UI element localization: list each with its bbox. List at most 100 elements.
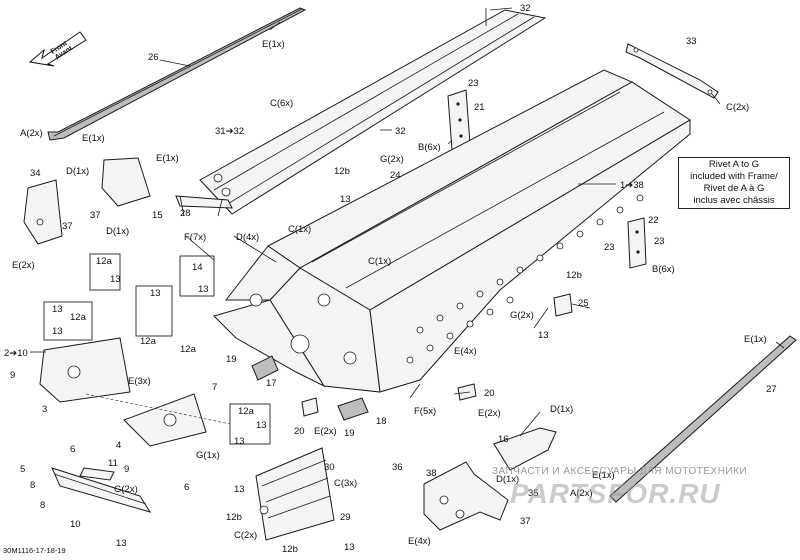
callout-c3x: C(3x): [334, 478, 357, 489]
callout-e2x-c: E(2x): [478, 408, 501, 419]
callout-8-b: 8: [40, 500, 45, 511]
callout-37-a: 37: [90, 210, 101, 221]
callout-c6x: C(6x): [270, 98, 293, 109]
callout-38: 38: [426, 468, 437, 479]
callout-31-32: 31➔32: [215, 126, 244, 137]
part-11-plate: [79, 467, 115, 481]
callout-20-b: 20: [294, 426, 305, 437]
callout-25: 25: [578, 298, 589, 309]
rivet-note-line1: Rivet A to G: [708, 159, 760, 170]
callout-e1x-c: E(1x): [592, 470, 615, 481]
callout-e1x-b: E(1x): [156, 153, 179, 164]
callout-12b-b: 12b: [566, 270, 582, 281]
callout-30: 30: [324, 462, 335, 473]
callout-13-b: 13: [110, 274, 121, 285]
callout-labels: 32 E(1x) 26 A(2x) E(1x) 33 C(2x) 23 21 C…: [4, 3, 777, 555]
detail-box-14-13: [179, 255, 215, 297]
callout-13-j: 13: [234, 484, 245, 495]
callout-6-b: 6: [184, 482, 189, 493]
watermark-text: ЗАПЧАСТИ И АКСЕССУАРЫ ДЛЯ МОТОТЕХНИКИ: [492, 466, 748, 477]
callout-13-l: 13: [344, 542, 355, 553]
callout-10: 10: [70, 519, 81, 530]
callout-e2x-b: E(2x): [314, 426, 337, 437]
callout-29: 29: [340, 512, 351, 523]
callout-d1x-c: D(1x): [550, 404, 573, 415]
part-28-bracket: [175, 195, 233, 217]
callout-d1x-d: D(1x): [496, 474, 519, 485]
callout-12a-c: 12a: [140, 336, 157, 347]
part-17-plate: [251, 355, 279, 381]
part-33-bracket: [625, 43, 719, 99]
callout-9-a: 9: [10, 370, 15, 381]
callout-d4x: D(4x): [236, 232, 259, 243]
tunnel-cutouts: [406, 194, 644, 364]
callout-23-top: 23: [468, 78, 479, 89]
callout-15: 15: [152, 210, 163, 221]
callout-a2x-left: A(2x): [20, 128, 43, 139]
callout-36: 36: [392, 462, 403, 473]
part-18-plate: [337, 397, 369, 421]
callout-12b-c: 12b: [226, 512, 242, 523]
part-22-bracket: [627, 217, 647, 269]
callout-13-f: 13: [52, 304, 63, 315]
callout-1-38: 1➔38: [620, 180, 644, 191]
part-26-rail-left: [47, 7, 307, 141]
leader-lines: [30, 7, 785, 437]
callout-b6x-b: B(6x): [652, 264, 675, 275]
callout-14: 14: [192, 262, 203, 273]
callout-12b-d: 12b: [282, 544, 298, 555]
detail-box-13-cluster: [135, 285, 173, 337]
callout-13-h: 13: [256, 420, 267, 431]
callout-23-c: 23: [654, 236, 665, 247]
detail-box-12a-13-bottom: [229, 403, 271, 445]
rivet-note-box: Rivet A to G included with Frame/ Rivet …: [678, 157, 790, 209]
watermark-site: PARTSFOR.RU: [510, 478, 721, 509]
callout-c1x-b: C(1x): [368, 256, 391, 267]
callout-7: 7: [212, 382, 217, 393]
callout-g2x-c: G(2x): [114, 484, 138, 495]
callout-35: 35: [528, 488, 539, 499]
callout-3: 3: [42, 404, 47, 415]
callout-f5x: F(5x): [414, 406, 436, 417]
callout-37-c: 37: [520, 516, 531, 527]
callout-f7x: F(7x): [184, 232, 206, 243]
callout-16: 16: [498, 434, 509, 445]
callout-13-a: 13: [340, 194, 351, 205]
callout-d1x-b: D(1x): [106, 226, 129, 237]
callout-13-d: 13: [150, 288, 161, 299]
callout-e1x-right: E(1x): [744, 334, 767, 345]
part-15-bracket: [101, 157, 151, 207]
detail-box-13-12a: [43, 301, 93, 341]
callout-12b-a: 12b: [334, 166, 350, 177]
callout-e1x-top: E(1x): [262, 39, 285, 50]
callout-19-a: 19: [226, 354, 237, 365]
part-34-bracket: [23, 179, 63, 245]
callout-28: 28: [180, 208, 191, 219]
callout-c2x-top: C(2x): [726, 102, 749, 113]
part-16-bracket: [493, 427, 557, 471]
callout-11: 11: [108, 458, 118, 469]
callout-8-a: 8: [30, 480, 35, 491]
callout-4: 4: [116, 440, 121, 451]
callout-23-b: 23: [604, 242, 615, 253]
callout-13-i: 13: [234, 436, 245, 447]
part-4-bracket: [123, 393, 207, 447]
callout-13-e: 13: [538, 330, 549, 341]
front-direction-arrow: Front Avant: [28, 31, 87, 67]
tunnel-frame-part-1: [213, 69, 691, 393]
part-29-heat-exchanger: [255, 447, 335, 541]
tunnel-cover-part-31: [199, 8, 547, 215]
callout-g1x: G(1x): [196, 450, 220, 461]
part-35-bracket: [423, 461, 509, 531]
callout-6-a: 6: [70, 444, 75, 455]
callout-18: 18: [376, 416, 387, 427]
callout-e4x-a: E(4x): [454, 346, 477, 357]
callout-e1x-left: E(1x): [82, 133, 105, 144]
callout-12a-d: 12a: [180, 344, 197, 355]
rivet-note-line2: included with Frame/: [690, 171, 778, 182]
callout-g2x-b: G(2x): [510, 310, 534, 321]
callout-2-10: 2➔10: [4, 348, 28, 359]
callout-c2x-b: C(2x): [234, 530, 257, 541]
callout-12a-b: 12a: [70, 312, 87, 323]
callout-d1x-a: D(1x): [66, 166, 89, 177]
